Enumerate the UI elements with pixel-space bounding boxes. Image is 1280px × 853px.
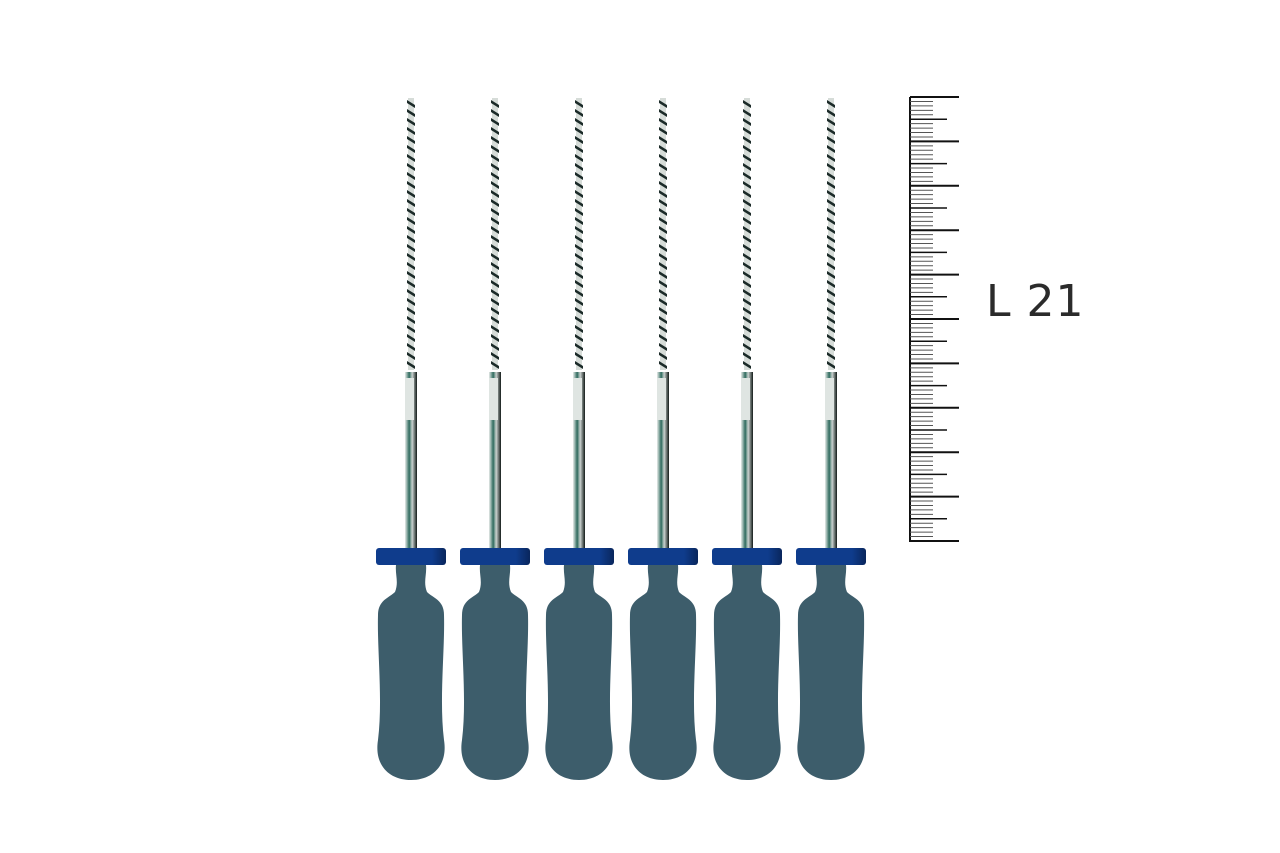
file	[376, 98, 446, 780]
file-spiral	[659, 98, 667, 370]
file	[712, 98, 782, 780]
file	[544, 98, 614, 780]
file-collar	[712, 548, 782, 565]
file	[460, 98, 530, 780]
file-collar	[544, 548, 614, 565]
file-handle	[629, 565, 697, 780]
file-handle	[797, 565, 865, 780]
file-spiral	[743, 98, 751, 370]
file	[628, 98, 698, 780]
file-collar	[376, 548, 446, 565]
file	[796, 98, 866, 780]
file-collar	[796, 548, 866, 565]
file-spiral	[407, 98, 415, 370]
file-collar	[628, 548, 698, 565]
file-handle	[545, 565, 613, 780]
length-label: L 21	[986, 276, 1085, 327]
file-handle	[377, 565, 445, 780]
file-spiral	[575, 98, 583, 370]
file-spiral	[827, 98, 835, 370]
file-handle	[461, 565, 529, 780]
file-spiral	[491, 98, 499, 370]
endodontic-files	[376, 98, 866, 780]
ruler-scale	[909, 96, 959, 542]
file-collar	[460, 548, 530, 565]
file-handle	[713, 565, 781, 780]
